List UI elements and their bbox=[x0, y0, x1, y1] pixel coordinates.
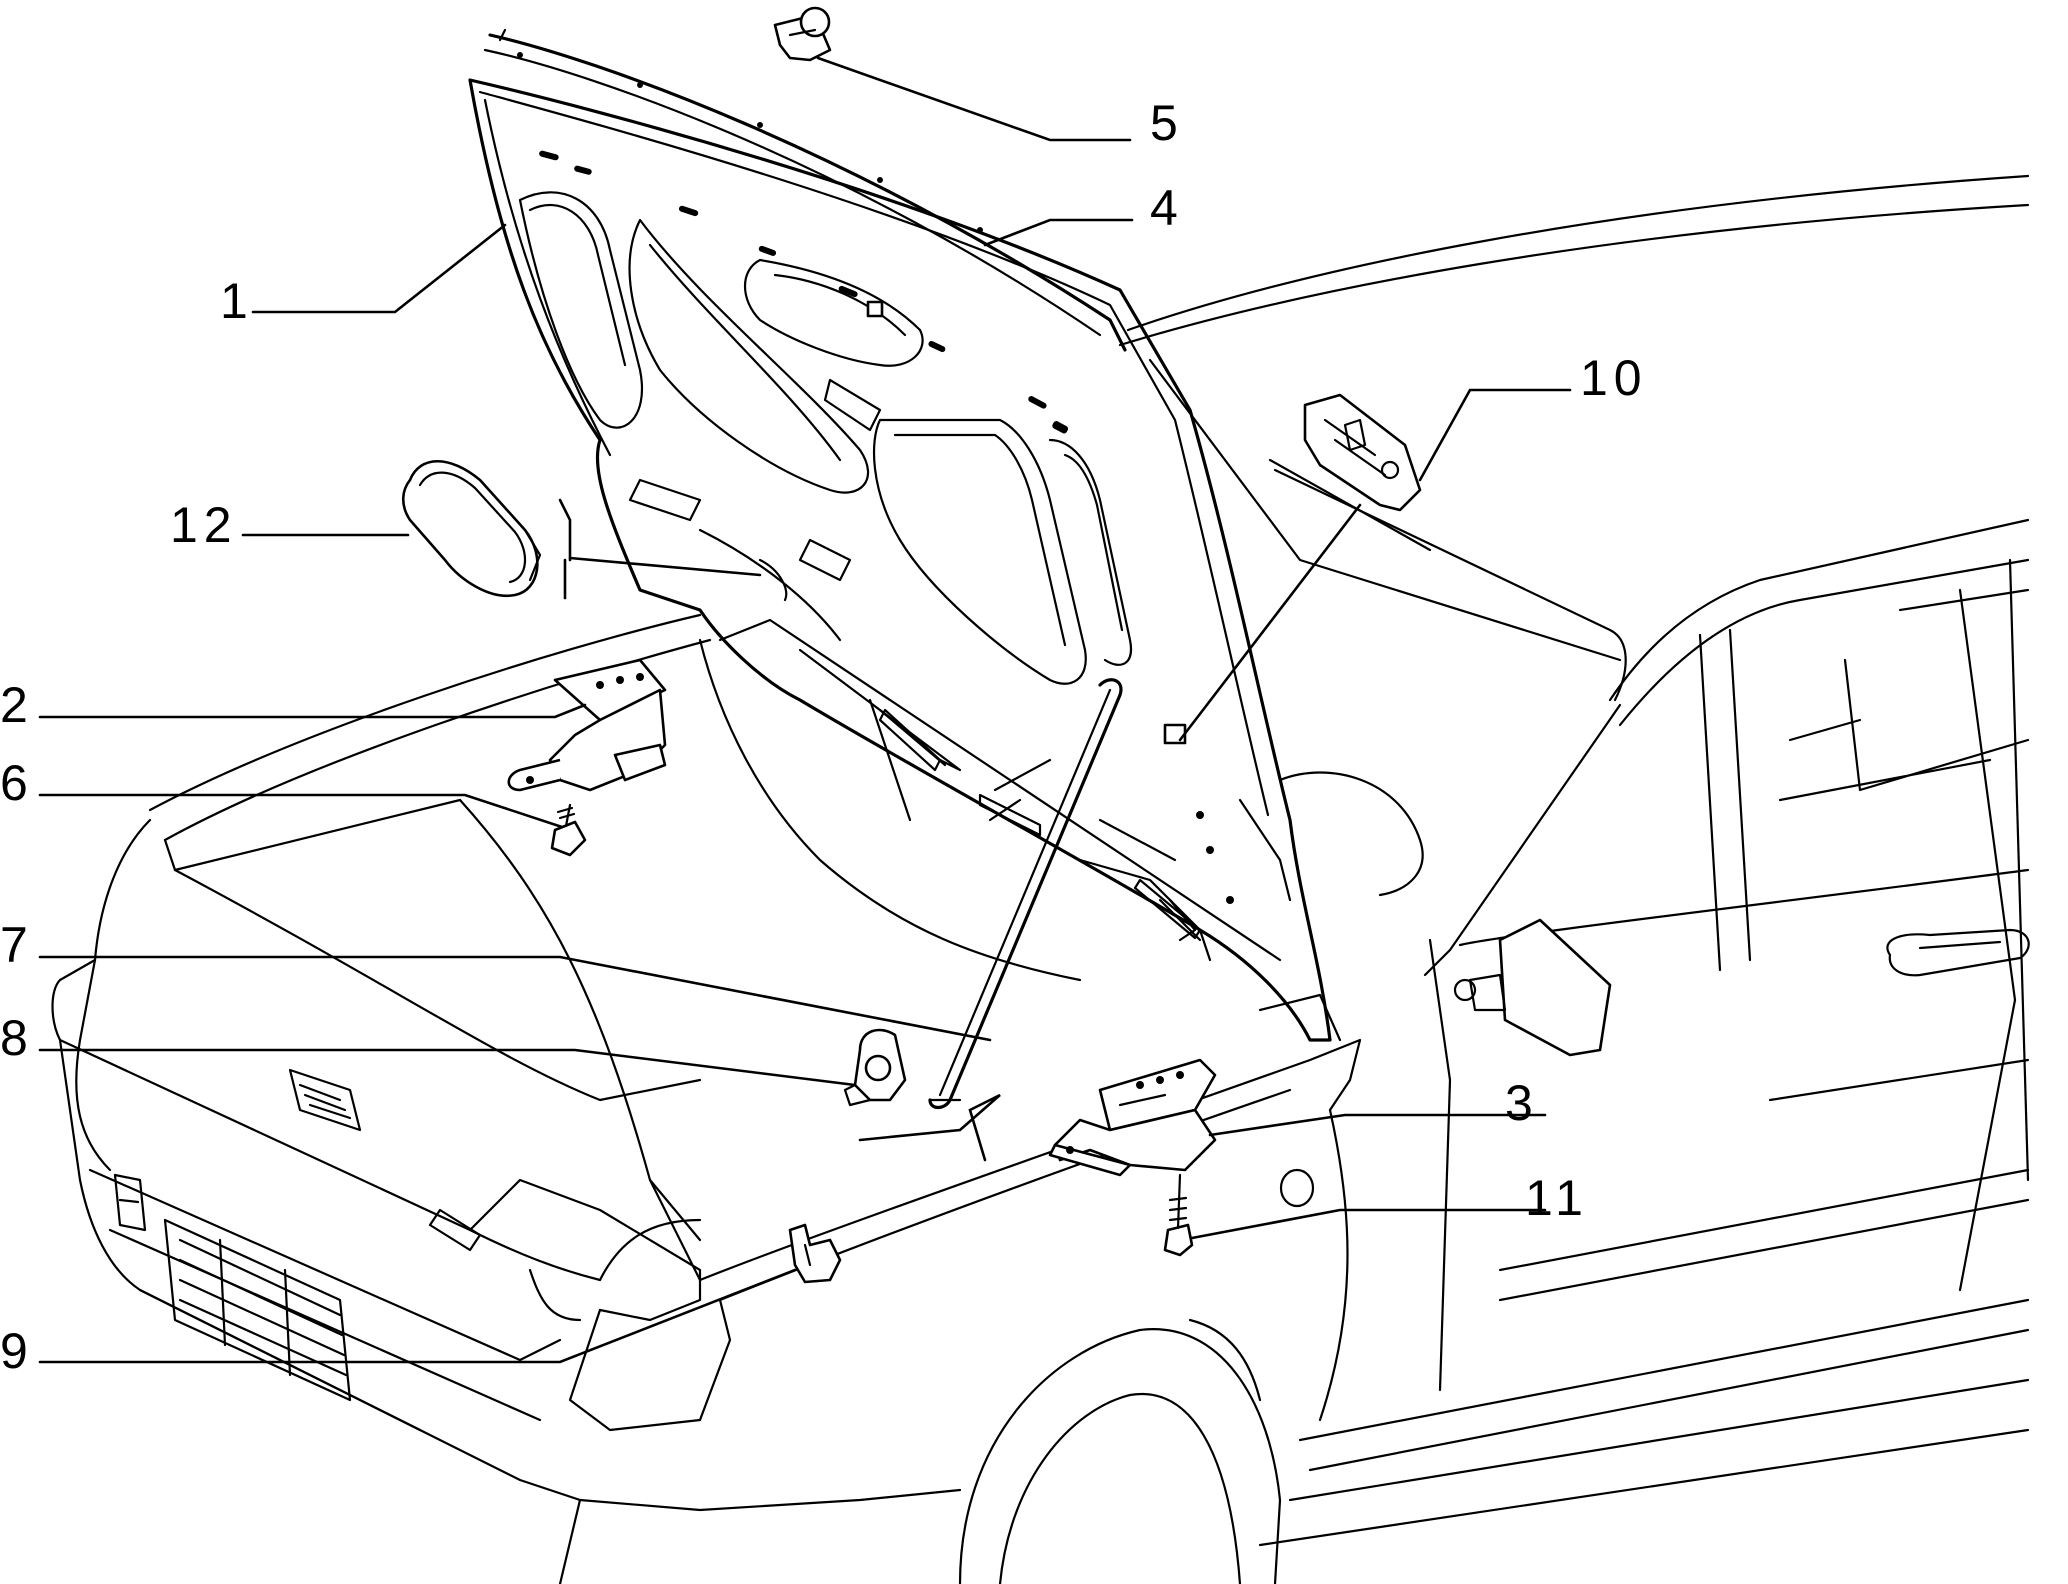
callout-12: 12 bbox=[170, 497, 238, 553]
part-6-bolt bbox=[550, 803, 587, 857]
callout-11: 11 bbox=[1525, 1170, 1589, 1226]
part-11-bolt bbox=[1163, 1173, 1194, 1257]
part-3-hinge bbox=[1048, 1058, 1217, 1177]
part-8-rod-clip bbox=[843, 1028, 907, 1107]
part-12-grommet bbox=[401, 459, 542, 598]
part-5-clip bbox=[773, 6, 832, 62]
leader-lines bbox=[38, 56, 1572, 1364]
bonnet-panel bbox=[468, 28, 1332, 1042]
callout-8: 8 bbox=[0, 1010, 34, 1066]
callout-2: 2 bbox=[0, 677, 34, 733]
callout-9: 9 bbox=[0, 1323, 34, 1379]
part-9-bracket bbox=[788, 1223, 842, 1284]
callout-6: 6 bbox=[0, 755, 34, 811]
callout-10: 10 bbox=[1580, 350, 1648, 406]
part-10-latch bbox=[1268, 393, 1432, 552]
callout-3: 3 bbox=[1505, 1075, 1539, 1131]
callout-1: 1 bbox=[220, 273, 254, 329]
callout-4: 4 bbox=[1150, 180, 1184, 236]
callout-labels: 1 2 3 4 5 6 7 8 9 10 11 12 bbox=[0, 95, 1648, 1379]
callout-7: 7 bbox=[0, 917, 34, 973]
part-7-prop-rod bbox=[928, 678, 1123, 1110]
part-2-hinge bbox=[507, 658, 667, 792]
callout-5: 5 bbox=[1150, 95, 1184, 151]
